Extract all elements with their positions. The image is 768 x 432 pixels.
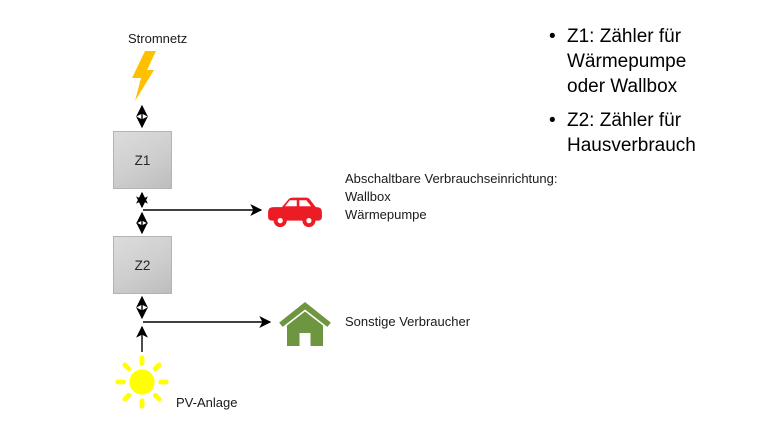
car-window-front	[299, 200, 312, 207]
bullet-item-z1: • Z1: Zähler für Wärmepumpe oder Wallbox	[549, 24, 725, 99]
car-icon	[268, 197, 322, 228]
lightning-icon	[132, 51, 156, 101]
meter-z2-box: Z2	[113, 236, 172, 294]
car-wheel-front-hub	[306, 218, 312, 224]
sun-shape	[115, 355, 169, 409]
meter-z2-label: Z2	[134, 257, 151, 273]
meter-z1-label: Z1	[134, 152, 151, 168]
bullet-text-z1: Z1: Zähler für Wärmepumpe oder Wallbox	[567, 26, 687, 97]
switchable-consumers-item2: Wärmepumpe	[345, 207, 427, 222]
car-wheel-rear-hub	[277, 218, 283, 224]
grid-label: Stromnetz	[128, 31, 188, 46]
bullet-text-z2: Z2: Zähler für Hausverbrauch	[567, 110, 696, 156]
other-consumers-label: Sonstige Verbraucher	[345, 314, 471, 329]
lightning-shape	[132, 51, 156, 101]
bullet-marker: •	[549, 26, 556, 47]
switchable-consumers-item1: Wallbox	[345, 189, 391, 204]
bullet-item-z2: • Z2: Zähler für Hausverbrauch	[549, 108, 725, 158]
bullet-list: • Z1: Zähler für Wärmepumpe oder Wallbox…	[549, 24, 725, 167]
house-icon	[277, 300, 333, 346]
house-roof	[277, 300, 333, 330]
house-door	[299, 333, 311, 346]
house-body	[287, 310, 323, 346]
bullet-marker: •	[549, 110, 556, 131]
pv-label: PV-Anlage	[176, 395, 238, 410]
sun-icon	[115, 355, 169, 409]
car-window-rear	[285, 200, 297, 207]
switchable-consumers-heading: Abschaltbare Verbrauchseinrichtung:	[345, 171, 558, 186]
meter-z1-box: Z1	[113, 131, 172, 189]
switchable-consumers-text: Abschaltbare Verbrauchseinrichtung: Wall…	[345, 170, 557, 224]
